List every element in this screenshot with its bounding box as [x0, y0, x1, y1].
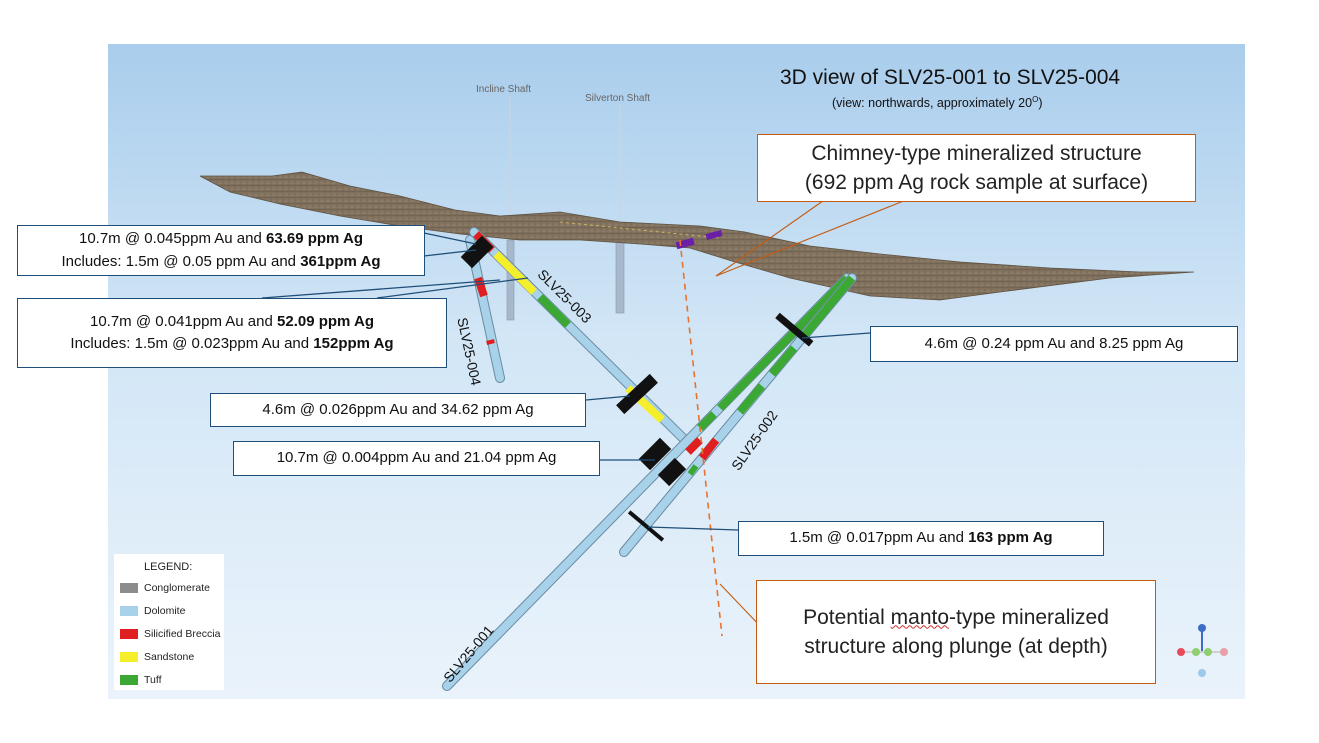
callout-manto-structure: Potential manto-type mineralized structu… — [756, 580, 1156, 684]
diagram-title: 3D view of SLV25-001 to SLV25-004 — [780, 66, 1121, 89]
legend-item-silicified-breccia: Silicified Breccia — [120, 627, 220, 641]
silverton-shaft-label: Silverton Shaft — [585, 93, 651, 104]
diagram-subtitle: (view: northwards, approximately 20O) — [832, 95, 1043, 111]
intercept-box-5: 4.6m @ 0.24 ppm Au and 8.25 ppm Ag — [870, 326, 1238, 362]
intercept-box-4: 10.7m @ 0.004ppm Au and 21.04 ppm Ag — [233, 441, 600, 476]
axis-gizmo — [1177, 624, 1228, 677]
silverton-shaft — [615, 239, 625, 314]
drillhole-slv25-003 — [469, 227, 695, 450]
drillhole-slv25-002 — [619, 273, 857, 557]
legend-item-tuff: Tuff — [120, 673, 162, 687]
legend-item-sandstone: Sandstone — [120, 650, 194, 664]
drillhole-slv25-001 — [442, 273, 852, 691]
intercept-box-2: 10.7m @ 0.041ppm Au and 52.09 ppm Ag Inc… — [17, 298, 447, 368]
intercept-box-1: 10.7m @ 0.045ppm Au and 63.69 ppm Ag Inc… — [17, 225, 425, 276]
legend: LEGEND: Conglomerate Dolomite Silicified… — [114, 554, 224, 690]
legend-item-dolomite: Dolomite — [120, 604, 185, 618]
plunge-trace — [679, 239, 723, 637]
legend-title: LEGEND: — [144, 561, 193, 573]
intercept-box-3: 4.6m @ 0.026ppm Au and 34.62 ppm Ag — [210, 393, 586, 427]
intercept-markers — [460, 235, 814, 542]
callout-leaders — [715, 195, 917, 629]
callout-chimney-structure: Chimney-type mineralized structure (692 … — [757, 134, 1196, 202]
intercept-box-6: 1.5m @ 0.017ppm Au and 163 ppm Ag — [738, 521, 1104, 556]
legend-item-conglomerate: Conglomerate — [120, 581, 210, 595]
leader-lines — [261, 232, 871, 531]
incline-shaft-label: Incline Shaft — [476, 84, 532, 95]
